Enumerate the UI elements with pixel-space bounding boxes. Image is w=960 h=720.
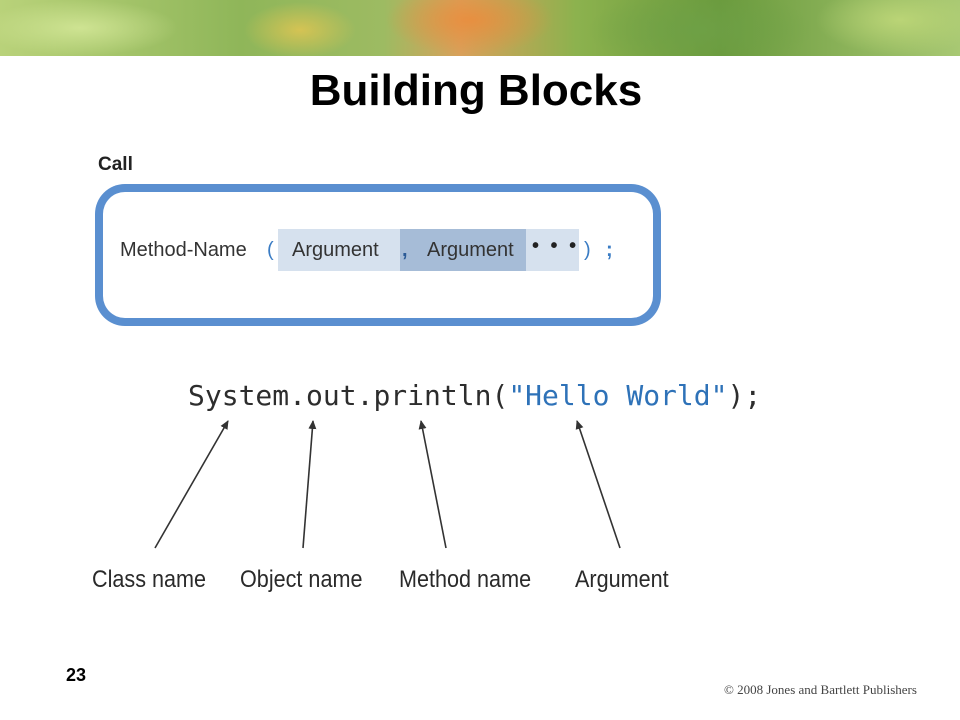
- method-name-arrow: [418, 420, 447, 549]
- code-class-part: System: [188, 379, 290, 412]
- code-argument: "Hello World": [508, 379, 728, 412]
- argument-arrow: [575, 420, 621, 549]
- decorative-banner: [0, 0, 960, 56]
- code-object-part: out: [306, 379, 357, 412]
- call-syntax-box: Method-Name ( Argument , Argument • • • …: [95, 184, 661, 326]
- call-label: Call: [98, 154, 133, 175]
- slide-title: Building Blocks: [309, 66, 643, 115]
- page-number: 23: [66, 665, 87, 685]
- argument-highlight-dark: [400, 229, 526, 271]
- syntax-comma: ,: [402, 239, 408, 261]
- syntax-close-paren: ): [584, 239, 591, 261]
- code-example: System.out.println("Hello World");: [188, 378, 761, 414]
- code-dot-1: .: [289, 379, 307, 412]
- syntax-open-paren: (: [267, 239, 274, 261]
- class-name-label: Class name: [92, 566, 207, 593]
- code-dot-2: .: [356, 379, 374, 412]
- code-method-part: println: [373, 379, 492, 412]
- syntax-argument-2: Argument: [427, 239, 514, 261]
- argument-label: Argument: [575, 566, 669, 593]
- syntax-argument-1: Argument: [292, 239, 379, 261]
- call-syntax-inner: Method-Name ( Argument , Argument • • • …: [103, 192, 653, 318]
- object-name-arrow: [302, 420, 317, 549]
- code-open-paren: (: [491, 379, 509, 412]
- object-name-label: Object name: [240, 566, 363, 593]
- code-close: );: [727, 379, 762, 412]
- copyright-notice: © 2008 Jones and Bartlett Publishers: [724, 682, 917, 697]
- method-name-label: Method name: [399, 566, 532, 593]
- syntax-semicolon: ;: [606, 239, 613, 261]
- syntax-ellipsis: • • •: [532, 235, 580, 257]
- class-name-arrow: [154, 420, 229, 549]
- syntax-method-name: Method-Name: [120, 239, 247, 261]
